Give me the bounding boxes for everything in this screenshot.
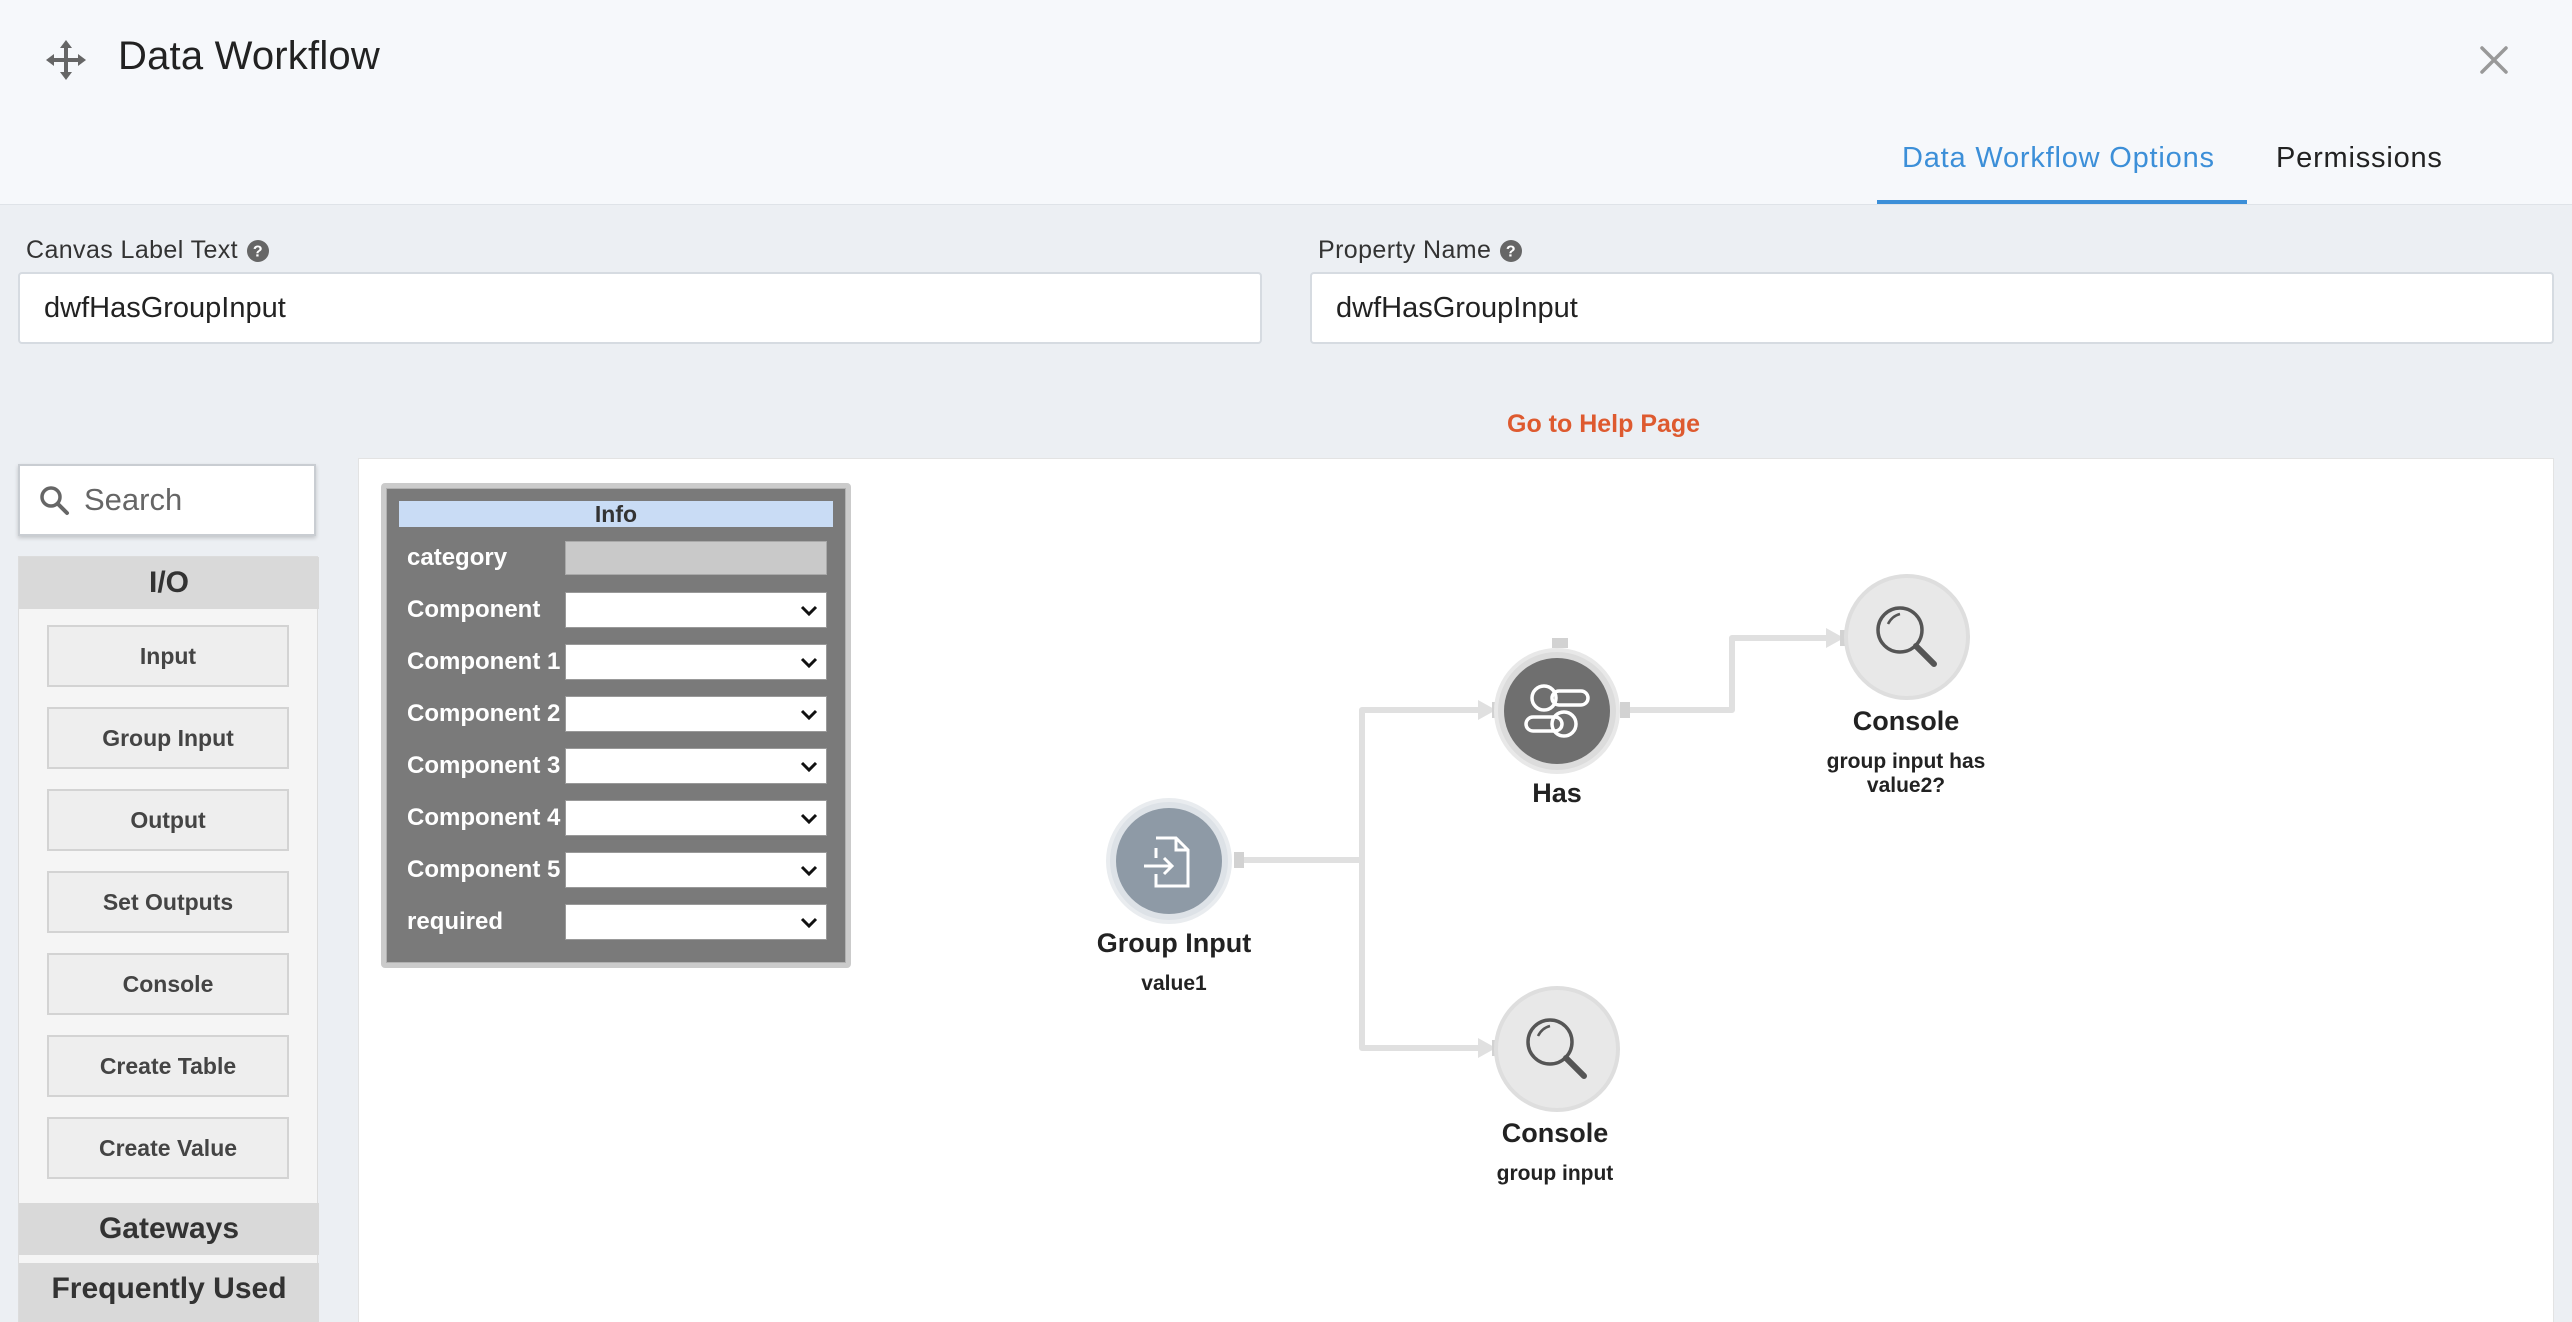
edge-groupinput-has	[1238, 707, 1480, 863]
node-has[interactable]	[1494, 648, 1620, 774]
port	[1234, 852, 1244, 868]
palette-console-button[interactable]: Console	[47, 953, 289, 1015]
close-icon[interactable]	[2476, 42, 2512, 78]
node-console-top-sub-line2: value2?	[1866, 774, 1946, 797]
node-console-top-sub-line1: group input has	[1826, 750, 1986, 773]
magnifier-icon	[1876, 606, 1937, 667]
edge-has-console-top	[1626, 635, 1828, 713]
port	[1620, 702, 1630, 718]
canvas-label-text-caption: Canvas Label Text	[26, 236, 239, 264]
property-name-input[interactable]	[1310, 272, 2554, 344]
palette-group-input-button[interactable]: Group Input	[47, 707, 289, 769]
component-palette: I/O Input Group Input Output Set Outputs…	[0, 460, 320, 1322]
component-1-select[interactable]	[565, 644, 827, 680]
property-name-caption: Property Name	[1318, 236, 1492, 264]
palette-set-outputs-button[interactable]: Set Outputs	[47, 871, 289, 933]
tab-permissions[interactable]: Permissions	[2276, 142, 2443, 174]
arrowhead	[1478, 1038, 1496, 1058]
property-name-label: Property Name ?	[1318, 236, 1523, 265]
node-has-name: Has	[1532, 778, 1582, 808]
magnifier-icon	[1526, 1018, 1587, 1079]
info-row-label: Component 5	[407, 856, 561, 883]
dialog-header: Data Workflow Data Workflow Options Perm…	[0, 0, 2572, 205]
info-panel-title: Info	[399, 501, 833, 527]
chevron-down-icon	[800, 605, 818, 617]
node-console-top[interactable]	[1844, 574, 1970, 700]
palette-list: I/O Input Group Input Output Set Outputs…	[18, 556, 319, 1322]
palette-input-button[interactable]: Input	[47, 625, 289, 687]
search-icon	[40, 486, 69, 515]
node-console-bottom-name: Console	[1501, 1118, 1609, 1148]
canvas-label-text-input[interactable]	[18, 272, 1262, 344]
help-icon[interactable]: ?	[1499, 239, 1523, 263]
help-icon[interactable]: ?	[246, 239, 270, 263]
node-console-bottom-sub: group input	[1496, 1162, 1614, 1185]
info-panel: Info category Component Component 1 Comp…	[381, 483, 851, 968]
arrowhead	[1826, 628, 1844, 648]
info-row-component: Component	[399, 584, 839, 636]
info-row-label: required	[407, 908, 504, 935]
info-row-component-2: Component 2	[399, 688, 839, 740]
chevron-down-icon	[800, 917, 818, 929]
component-2-select[interactable]	[565, 696, 827, 732]
chevron-down-icon	[800, 865, 818, 877]
info-row-component-4: Component 4	[399, 792, 839, 844]
component-3-select[interactable]	[565, 748, 827, 784]
tab-data-workflow-options[interactable]: Data Workflow Options	[1902, 142, 2215, 174]
info-row-label: Component 4	[407, 804, 561, 831]
chevron-down-icon	[800, 813, 818, 825]
component-select[interactable]	[565, 592, 827, 628]
info-row-label: Component 3	[407, 752, 561, 779]
node-group-input-name: Group Input	[1096, 928, 1252, 958]
component-5-select[interactable]	[565, 852, 827, 888]
has-toggle-icon	[1504, 658, 1610, 764]
chevron-down-icon	[800, 761, 818, 773]
info-row-category: category	[399, 532, 839, 584]
help-page-link[interactable]: Go to Help Page	[1507, 410, 1701, 438]
edge-groupinput-console-bottom	[1359, 860, 1480, 1051]
node-console-bottom[interactable]	[1494, 986, 1620, 1112]
section-frequently-used[interactable]: Frequently Used	[19, 1263, 319, 1322]
info-row-label: Component	[407, 596, 541, 623]
canvas-label-text-label: Canvas Label Text ?	[26, 236, 270, 265]
chevron-down-icon	[800, 657, 818, 669]
category-value	[565, 541, 827, 575]
node-console-top-name: Console	[1852, 706, 1960, 736]
port	[1552, 638, 1568, 648]
chevron-down-icon	[800, 709, 818, 721]
info-row-required: required	[399, 896, 839, 948]
svg-text:?: ?	[1506, 243, 1516, 260]
search-box[interactable]	[18, 464, 316, 536]
info-row-component-1: Component 1	[399, 636, 839, 688]
info-row-label: Component 1	[407, 648, 561, 675]
palette-create-value-button[interactable]: Create Value	[47, 1117, 289, 1179]
info-row-label: category	[407, 544, 508, 571]
section-gateways[interactable]: Gateways	[19, 1203, 319, 1255]
section-io[interactable]: I/O	[19, 557, 319, 609]
svg-text:?: ?	[253, 243, 263, 260]
required-select[interactable]	[565, 904, 827, 940]
arrowhead	[1478, 700, 1496, 720]
file-import-icon	[1116, 808, 1222, 914]
node-group-input[interactable]	[1106, 798, 1232, 924]
node-group-input-sub: value1	[1141, 972, 1207, 995]
palette-output-button[interactable]: Output	[47, 789, 289, 851]
info-row-label: Component 2	[407, 700, 561, 727]
search-input[interactable]	[84, 482, 294, 518]
palette-create-table-button[interactable]: Create Table	[47, 1035, 289, 1097]
active-tab-indicator	[1877, 200, 2247, 204]
info-row-component-3: Component 3	[399, 740, 839, 792]
component-4-select[interactable]	[565, 800, 827, 836]
info-row-component-5: Component 5	[399, 844, 839, 896]
move-icon[interactable]	[46, 40, 86, 80]
dialog-title: Data Workflow	[118, 34, 380, 78]
